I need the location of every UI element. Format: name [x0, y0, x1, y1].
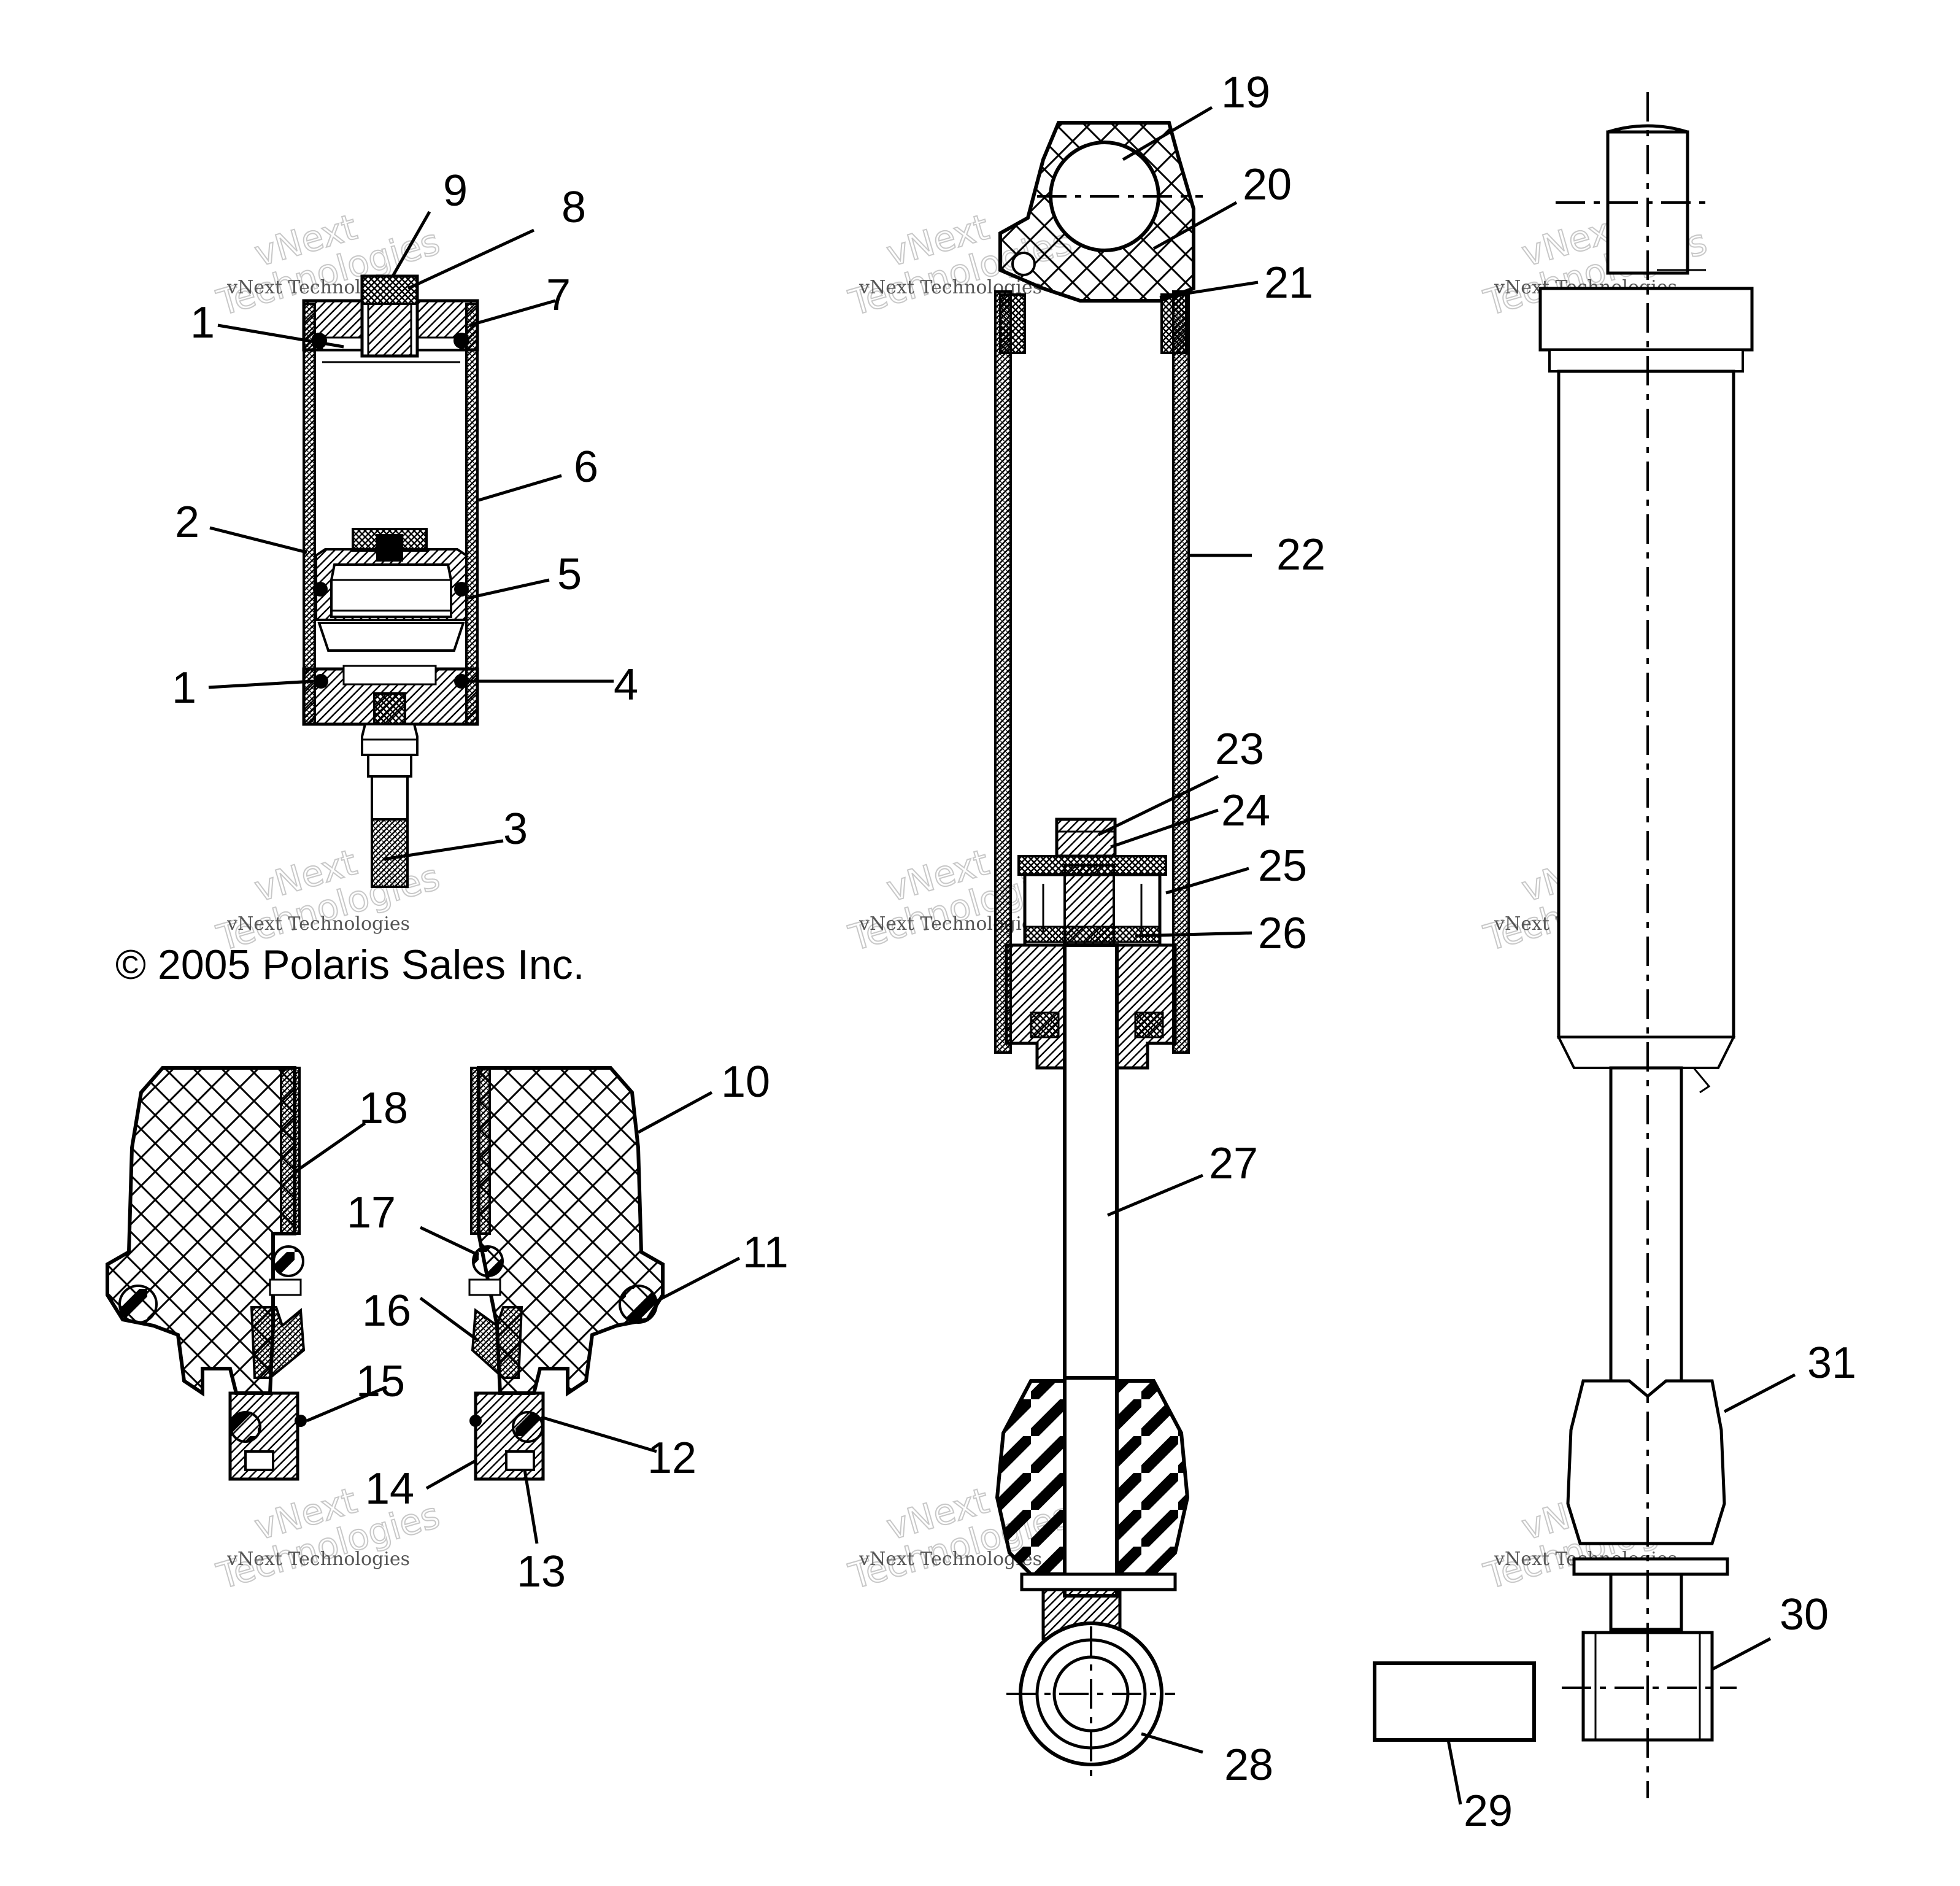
callout-4: 4 — [614, 660, 638, 709]
callout-16: 16 — [362, 1286, 411, 1335]
callout-22: 22 — [1276, 530, 1325, 579]
callout-6: 6 — [574, 443, 598, 492]
callout-3: 3 — [503, 805, 528, 854]
callout-12: 12 — [647, 1434, 696, 1483]
callout-8: 8 — [561, 183, 586, 232]
callout-19: 19 — [1221, 68, 1270, 117]
callout-31: 31 — [1807, 1339, 1856, 1388]
callout-11: 11 — [743, 1228, 789, 1277]
copyright-text: © 2005 Polaris Sales Inc. — [115, 941, 585, 988]
callout-10: 10 — [721, 1057, 770, 1107]
watermark-text: vNext Technologies — [226, 913, 410, 935]
callout-5: 5 — [557, 550, 582, 599]
callout-14: 14 — [365, 1464, 414, 1513]
callout-17: 17 — [347, 1188, 396, 1237]
callout-30: 30 — [1780, 1590, 1829, 1639]
watermark-text: vNext Technologies — [226, 1548, 410, 1570]
seal-head-detail — [106, 1066, 665, 1481]
callout-20: 20 — [1243, 160, 1292, 209]
watermark-text: vNext Technologies — [858, 913, 1042, 935]
reservoir-assembly — [302, 274, 479, 888]
callout-27: 27 — [1209, 1139, 1258, 1188]
callout-1-top: 1 — [190, 298, 215, 347]
callout-29: 29 — [1464, 1787, 1513, 1836]
callout-23: 23 — [1215, 725, 1264, 774]
callout-18: 18 — [359, 1084, 408, 1133]
callout-13: 13 — [517, 1547, 566, 1596]
callout-2: 2 — [175, 498, 199, 547]
callout-1-bottom: 1 — [172, 663, 196, 713]
callout-21: 21 — [1264, 258, 1313, 307]
callout-25: 25 — [1258, 841, 1307, 891]
callout-26: 26 — [1258, 909, 1307, 958]
callout-7: 7 — [546, 271, 571, 320]
callout-labels: 1 2 3 4 5 6 7 8 9 1 10 11 12 13 14 15 16… — [172, 68, 1856, 1836]
shock-exterior-view — [1373, 92, 1754, 1798]
shock-body-section — [994, 121, 1203, 1780]
leader-lines — [208, 106, 1796, 1805]
callout-24: 24 — [1221, 786, 1270, 835]
callout-15: 15 — [356, 1357, 405, 1406]
callout-9: 9 — [443, 166, 468, 215]
watermark-group: vNext Technologies vNext Technologies vN… — [212, 206, 1712, 1598]
callout-28: 28 — [1224, 1741, 1273, 1790]
